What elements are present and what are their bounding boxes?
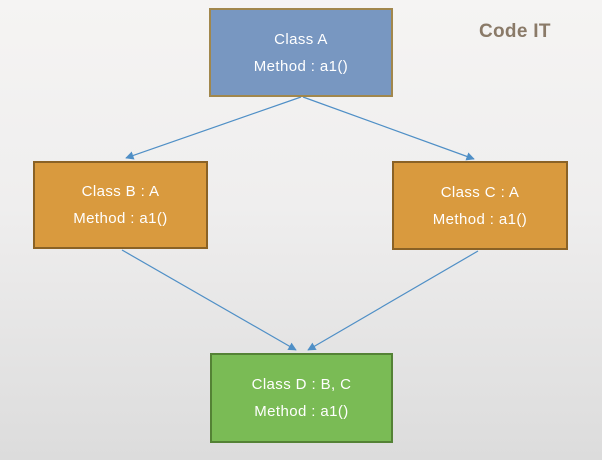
- node-class-d-title: Class D : B, C: [251, 376, 352, 393]
- node-class-c-title: Class C : A: [440, 183, 520, 201]
- edge-A-to-B: [125, 96, 302, 160]
- edge-A-to-C: [302, 96, 475, 161]
- node-class-c-method: Method : a1(): [432, 210, 528, 228]
- node-class-d: Class D : B, C Method : a1(): [210, 353, 393, 443]
- node-class-a: Class A Method : a1(): [209, 8, 393, 97]
- edge-C-to-D: [307, 250, 479, 351]
- node-class-a-title: Class A: [274, 30, 328, 48]
- node-class-d-method: Method : a1(): [254, 403, 349, 420]
- watermark-code-it: Code IT: [479, 21, 551, 42]
- edge-B-to-D: [121, 249, 297, 351]
- node-class-b: Class B : A Method : a1(): [33, 161, 208, 249]
- node-class-b-method: Method : a1(): [73, 210, 168, 227]
- node-class-c: Class C : A Method : a1(): [392, 161, 568, 250]
- node-class-a-method: Method : a1(): [253, 57, 349, 75]
- node-class-b-title: Class B : A: [81, 183, 160, 200]
